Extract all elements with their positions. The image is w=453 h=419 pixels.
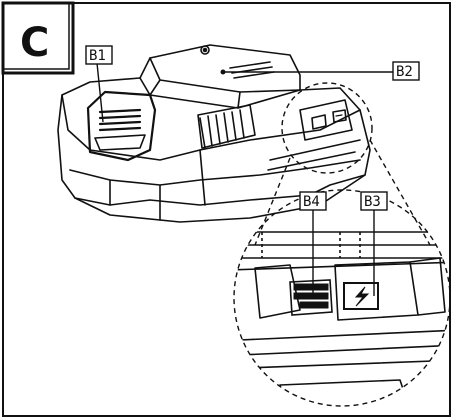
detail-connector-lines [254,139,431,246]
callout-label-b3: B3 [364,194,381,210]
charging-status-icon [343,282,379,310]
section-letter: C [20,20,49,66]
callout-b1: B1 [85,45,113,123]
battery-pack [57,44,371,223]
callout-b4: B4 [299,191,327,298]
callout-label-b4: B4 [303,194,320,210]
magnified-detail [233,189,451,407]
detail-marker-circle [281,82,373,174]
charge-level-icon [289,279,333,316]
callout-label-b1: B1 [89,48,106,64]
section-badge: C [1,1,75,75]
callout-b2: B2 [220,61,420,81]
callout-label-b2: B2 [396,64,413,80]
callout-b3: B3 [360,191,388,296]
